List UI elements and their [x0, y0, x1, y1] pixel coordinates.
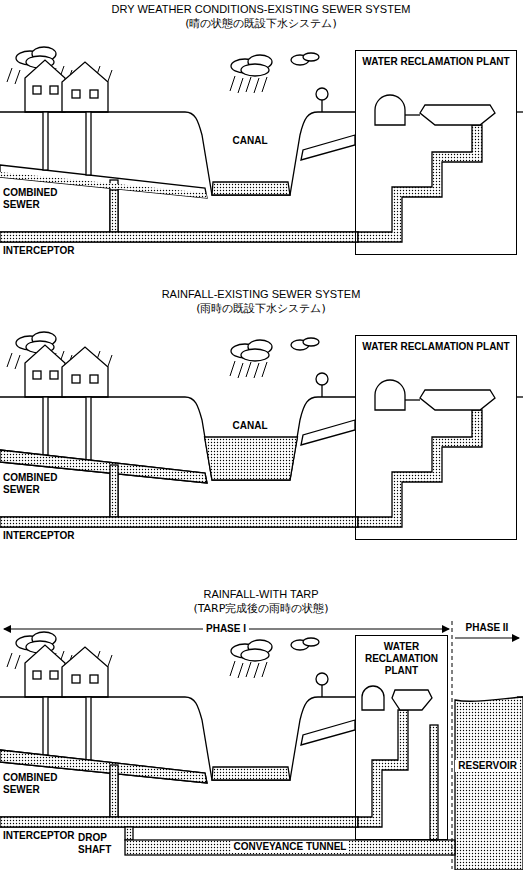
illustration-part: [358, 410, 482, 527]
panel-subtitle: (TARP完成後の雨時の状態): [193, 602, 328, 615]
canal-label: CANAL: [233, 420, 268, 432]
panel-subtitle: (雨時の既設下水システム): [196, 302, 326, 315]
illustration-part: [110, 190, 118, 232]
illustration-part: [392, 690, 432, 710]
illustration-part: [0, 47, 523, 242]
sewer-label: COMBINED SEWER: [3, 187, 65, 211]
interceptor-label: INTERCEPTOR: [3, 245, 75, 257]
plant-box: WATER RECLAMATION PLANT: [355, 635, 448, 840]
illustration-part: [452, 621, 453, 869]
tarp-panel: [0, 621, 523, 870]
illustration-part: [212, 182, 290, 195]
illustration-part: [0, 817, 358, 827]
illustration-part: [212, 767, 290, 780]
plant-name: WATER RECLAMATION PLANT: [356, 51, 516, 68]
illustration-part: [0, 332, 523, 527]
illustration-part: [110, 465, 118, 517]
illustration-part: [362, 686, 384, 710]
illustration-part: [205, 437, 298, 480]
phase-label: PHASE II: [463, 622, 512, 634]
illustration-part: [0, 517, 358, 527]
phase-label: PHASE I: [203, 623, 249, 635]
illustration-part: [430, 725, 438, 840]
illustration-part: [125, 827, 133, 840]
rainfall-panel: [0, 332, 523, 527]
illustration-part: [358, 125, 482, 242]
plant-box: WATER RECLAMATION PLANT: [355, 50, 517, 255]
plant-name: WATER RECLAMATION PLANT: [356, 336, 516, 353]
reservoir-label: RESERVOIR: [455, 760, 520, 772]
illustration-part: [110, 765, 118, 817]
illustration-part: [0, 232, 358, 242]
illustration-part: [0, 632, 523, 827]
illustration-part: [358, 710, 408, 827]
sewer-label: COMBINED SEWER: [3, 772, 65, 796]
drop-shaft-label: DROP SHAFT: [78, 832, 122, 856]
sewer-label: COMBINED SEWER: [3, 472, 65, 496]
illustration-part: [125, 840, 455, 855]
panel-title: RAINFALL-EXISTING SEWER SYSTEM: [162, 288, 361, 301]
illustration-part: [375, 380, 495, 410]
panel-title: RAINFALL-WITH TARP: [203, 588, 318, 601]
interceptor-label: INTERCEPTOR: [3, 530, 75, 542]
illustration-part: [455, 637, 519, 638]
illustration-part: [375, 95, 495, 125]
illustration-part: [455, 697, 523, 870]
plant-box: WATER RECLAMATION PLANT: [355, 335, 517, 540]
panel-subtitle: (晴の状態の既設下水システム): [185, 17, 337, 30]
dry-weather-panel: [0, 47, 523, 242]
interceptor-label: INTERCEPTOR: [3, 830, 75, 842]
panel-title: DRY WEATHER CONDITIONS-EXISTING SEWER SY…: [112, 3, 411, 16]
canal-label: CANAL: [233, 135, 268, 147]
plant-name: WATER RECLAMATION PLANT: [356, 636, 447, 677]
tunnel-label: CONVEYANCE TUNNEL: [231, 841, 350, 853]
